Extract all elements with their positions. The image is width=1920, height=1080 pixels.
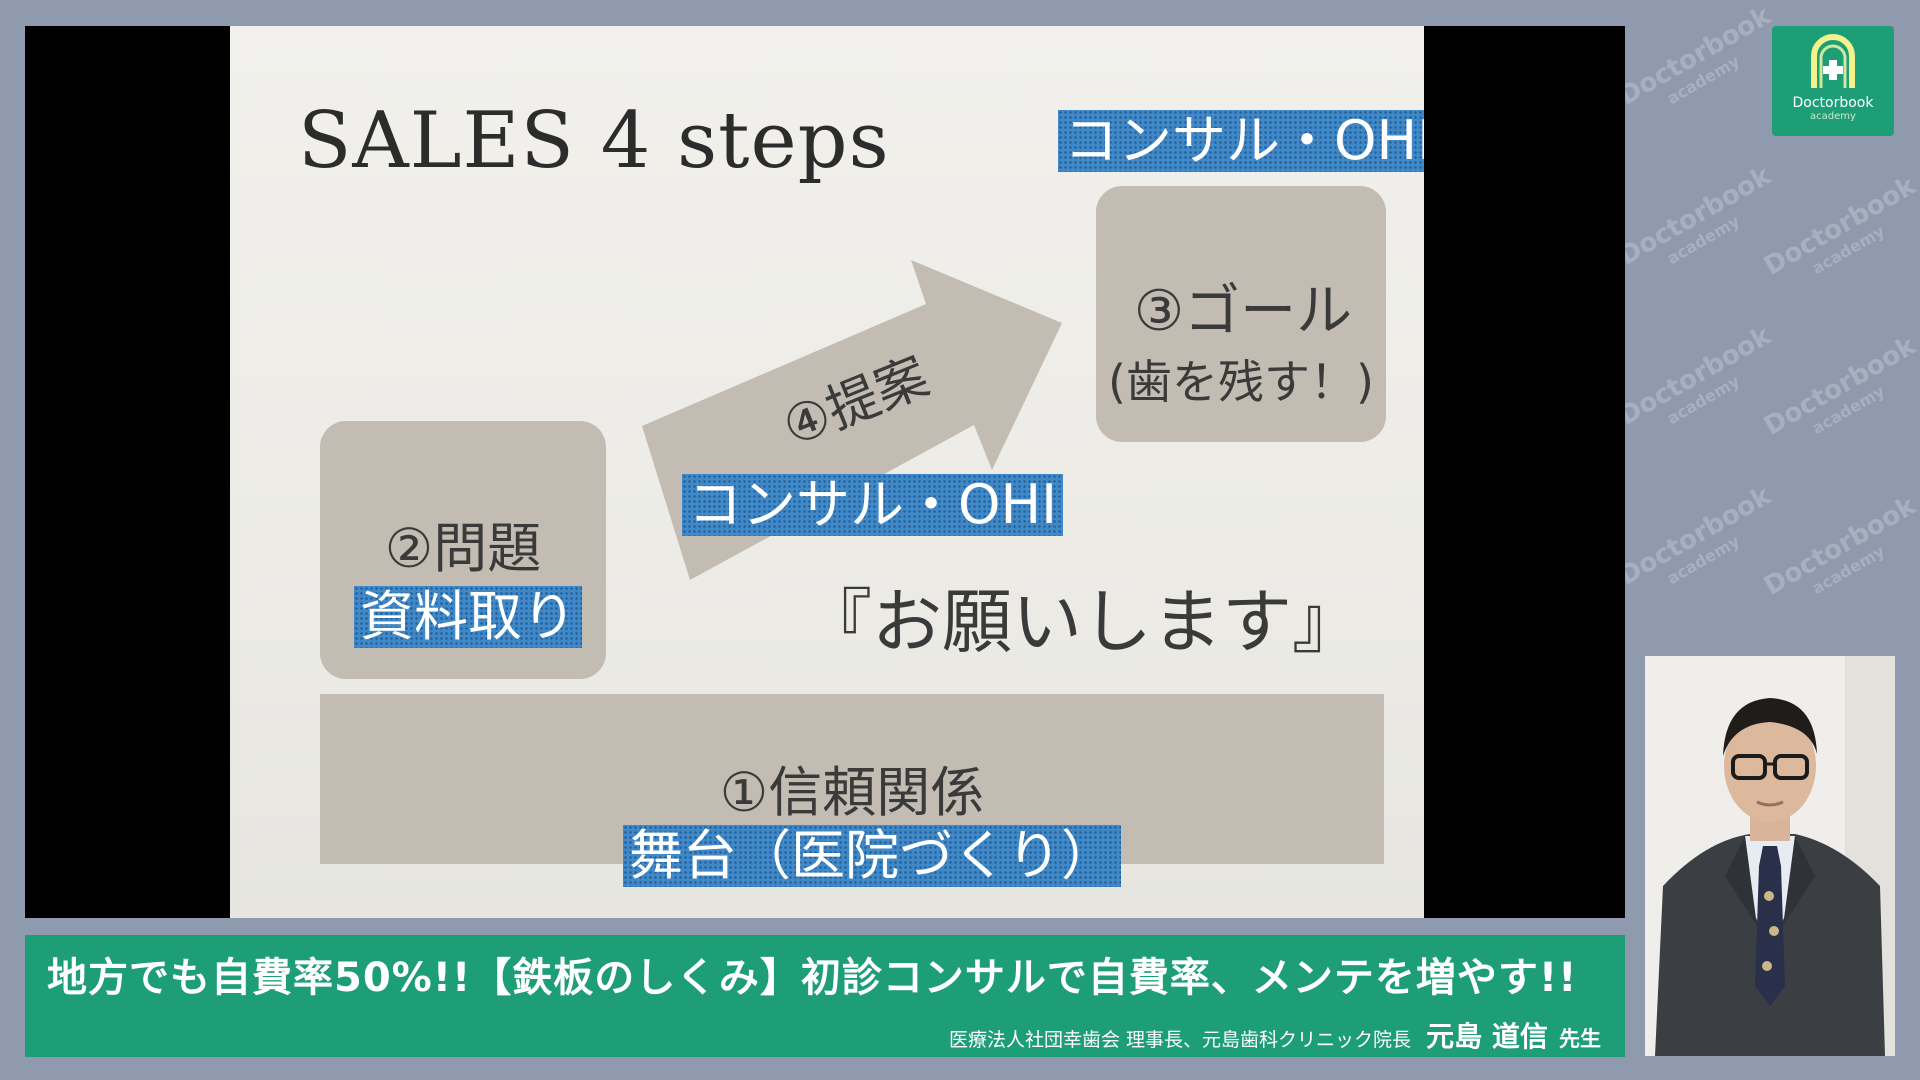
trust-highlight-label: 舞台（医院づくり）	[623, 825, 1121, 887]
speaker-info: 医療法人社団幸歯会 理事長、元島歯科クリニック院長 元島 道信 先生	[949, 1015, 1601, 1055]
goal-title: ③ゴール	[1133, 279, 1353, 344]
goal-subtitle: (歯を残す！)	[1108, 355, 1374, 409]
problem-highlight-label: 資料取り	[354, 586, 582, 648]
speaker-figure	[1645, 656, 1895, 1056]
request-text: 『お願いします』	[802, 581, 1362, 663]
goal-box	[1096, 186, 1386, 442]
speaker-camera-feed	[1645, 656, 1895, 1056]
speaker-honorific: 先生	[1559, 1027, 1601, 1051]
logo-name: Doctorbook	[1792, 95, 1874, 111]
speaker-name: 元島 道信	[1426, 1020, 1548, 1053]
doctorbook-logo-icon	[1811, 34, 1855, 88]
video-player[interactable]: SALES 4 steps コンサル・OHI ③ゴール (歯を残す！) ④提案 …	[25, 26, 1625, 918]
speaker-organization: 医療法人社団幸歯会 理事長、元島歯科クリニック院長	[949, 1029, 1412, 1051]
top-highlight-label: コンサル・OHI	[1058, 110, 1424, 172]
logo-subtitle: academy	[1810, 111, 1856, 122]
doctorbook-logo[interactable]: Doctorbook academy	[1772, 26, 1894, 136]
video-title: 地方でも自費率50%!!【鉄板のしくみ】初診コンサルで自費率、メンテを増やす!!	[47, 955, 1578, 1001]
problem-title: ②問題	[384, 517, 542, 580]
trust-title: ①信頼関係	[719, 761, 985, 824]
mid-highlight-label: コンサル・OHI	[682, 474, 1064, 536]
title-banner: 地方でも自費率50%!!【鉄板のしくみ】初診コンサルで自費率、メンテを増やす!!…	[25, 935, 1625, 1057]
slide-title: SALES 4 steps	[298, 96, 890, 186]
presentation-slide: SALES 4 steps コンサル・OHI ③ゴール (歯を残す！) ④提案 …	[230, 26, 1424, 918]
